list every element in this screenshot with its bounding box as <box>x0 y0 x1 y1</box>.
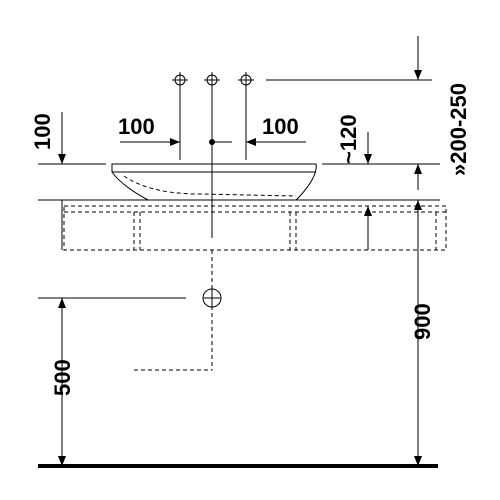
tap-hole-center-icon <box>204 72 220 88</box>
drain-height-label: 500 <box>50 359 75 396</box>
drain-outlet-icon <box>202 288 222 308</box>
basin-height-label: 100 <box>30 113 55 150</box>
tap-height-dimension: »200-250 <box>414 36 471 190</box>
tap-height-label: »200-250 <box>446 83 471 176</box>
tap-right-dimension: 100 <box>246 114 306 146</box>
vanity-depth-dimension <box>364 206 372 250</box>
basin-outline <box>111 163 317 201</box>
drain-pipe <box>134 250 213 371</box>
tap-hole-right-icon <box>238 72 254 88</box>
tap-left-offset-label: 100 <box>118 114 155 139</box>
vanity-unit <box>63 205 447 251</box>
tap-right-offset-label: 100 <box>262 114 299 139</box>
tap-hole-left-icon <box>172 72 188 88</box>
tap-left-dimension: 100 <box>118 114 232 146</box>
basin-height-dimension: 100 <box>30 112 66 164</box>
drain-height-dimension: 500 <box>50 298 75 466</box>
counter-height-label: 900 <box>410 303 435 340</box>
tap-top-drop-dimension: ~120 <box>336 114 372 164</box>
counter-height-dimension: 900 <box>410 200 435 466</box>
tap-top-drop-label: ~120 <box>336 114 361 164</box>
